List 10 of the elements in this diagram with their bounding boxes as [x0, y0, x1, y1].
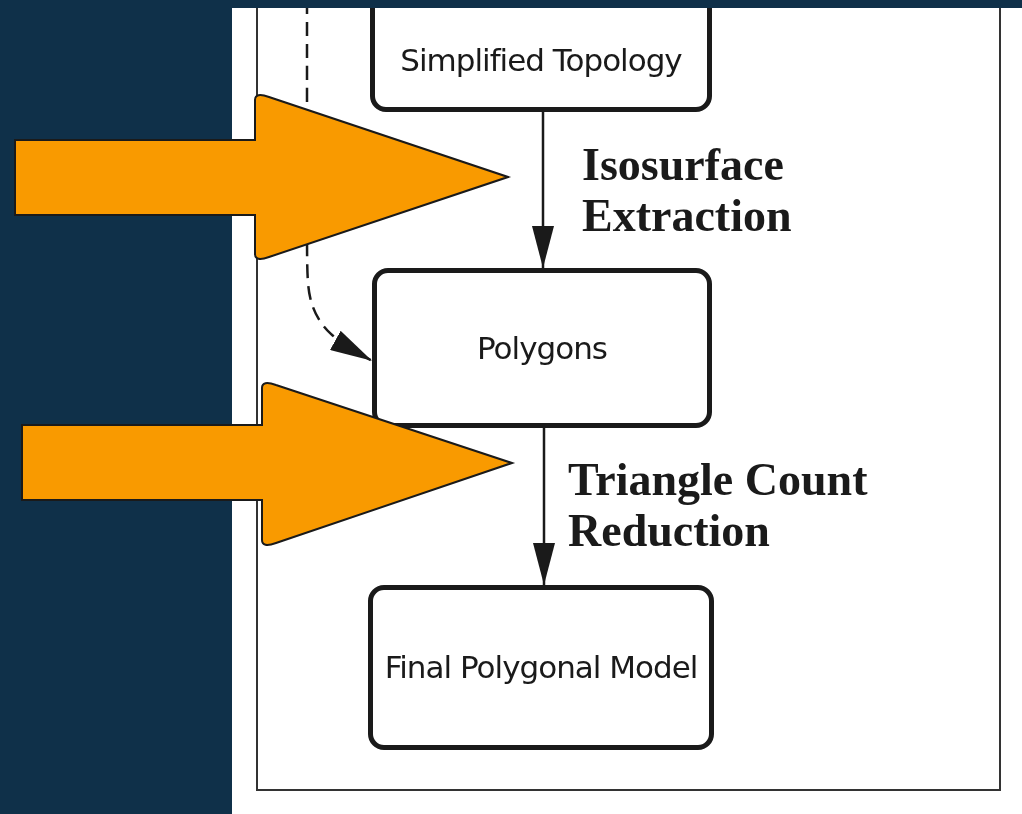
- arrow: [532, 112, 554, 268]
- box-label: Final Polygonal Model: [384, 648, 698, 688]
- process-box: [370, 8, 712, 112]
- edge-label: Triangle Count Reduction: [568, 455, 869, 557]
- process-box: [368, 585, 714, 750]
- arrow: [533, 428, 555, 585]
- edge-label: Isosurface Extraction: [582, 140, 793, 242]
- box-label: Simplified Topology: [400, 40, 682, 80]
- process-box: [372, 268, 712, 428]
- box-label: Polygons: [477, 328, 607, 368]
